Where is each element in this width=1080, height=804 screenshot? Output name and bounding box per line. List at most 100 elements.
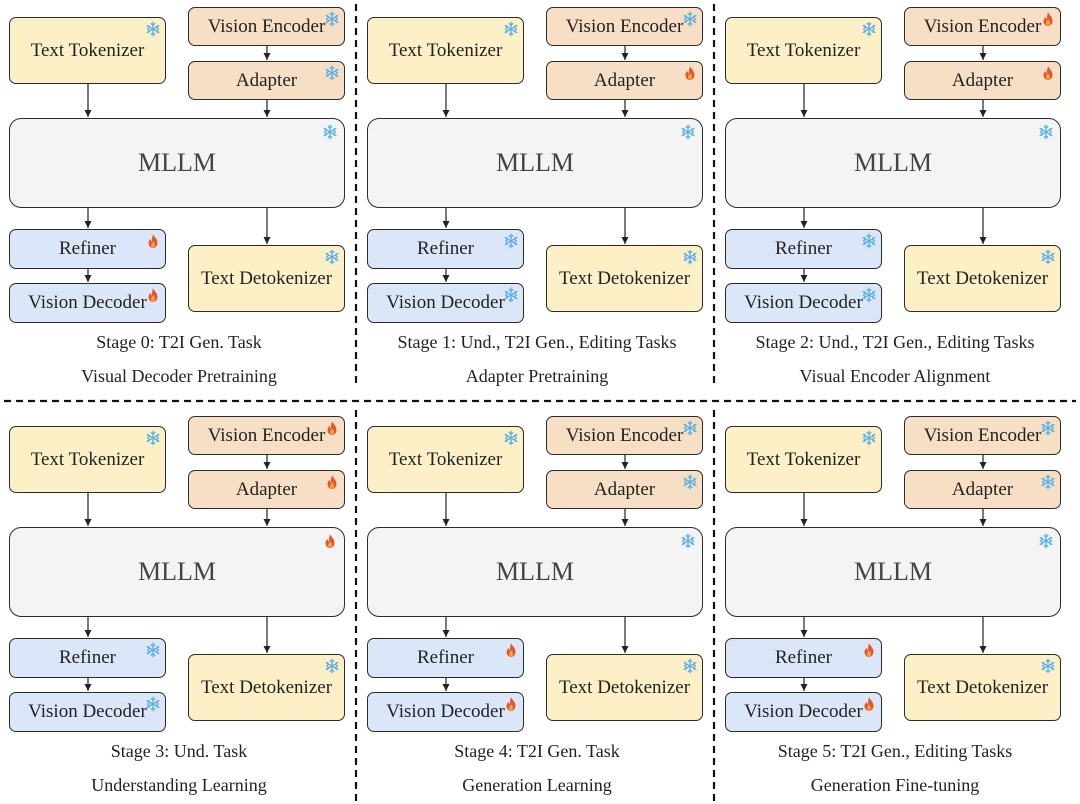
refiner-snowflake-icon [503,233,519,249]
mllm-label: MLLM [854,148,932,177]
vision-encoder-box: Vision Encoder [546,7,703,46]
stage-panel-1: Text Tokenizer Vision Encoder Adapter ML… [358,0,716,400]
text-detokenizer-snowflake-icon [1040,658,1056,674]
mllm-box: MLLM [725,527,1061,617]
refiner-label: Refiner [59,647,116,668]
vision-decoder-box: Vision Decoder [725,283,882,323]
text-detokenizer-label: Text Detokenizer [558,676,691,698]
snowflake-icon [862,21,876,37]
refiner-box: Refiner [367,229,524,269]
vision-encoder-snowflake-icon [682,11,698,27]
snowflake-icon [862,233,876,249]
flame-icon [506,643,516,657]
mllm-snowflake-icon [1038,124,1054,140]
vision-decoder-box: Vision Decoder [725,692,882,732]
snowflake-icon [146,21,160,37]
text-detokenizer-box: Text Detokenizer [546,654,703,721]
adapter-flame-icon [682,65,698,81]
mllm-box: MLLM [9,118,345,208]
text-detokenizer-box: Text Detokenizer [188,654,345,721]
vision-encoder-box: Vision Encoder [904,7,1061,46]
flow-arrows [442,455,629,691]
refiner-box: Refiner [725,638,882,678]
text-detokenizer-box: Text Detokenizer [904,654,1061,721]
mllm-label: MLLM [496,148,574,177]
vision-decoder-label: Vision Decoder [744,292,863,313]
adapter-box: Adapter [904,470,1061,509]
mllm-label: MLLM [496,557,574,586]
vision-decoder-label: Vision Decoder [386,292,505,313]
flame-icon [685,66,695,80]
mllm-label: MLLM [138,557,216,586]
snowflake-icon [862,430,876,446]
snowflake-icon [323,124,337,140]
text-tokenizer-snowflake-icon [861,21,877,37]
mllm-snowflake-icon [322,124,338,140]
text-detokenizer-label: Text Detokenizer [558,267,691,289]
vision-encoder-label: Vision Encoder [207,15,326,37]
flow-arrows [442,46,629,282]
stage-caption: Stage 2: Und., T2I Gen., Editing Tasks [755,332,1035,352]
snowflake-icon [325,65,339,81]
text-tokenizer-box: Text Tokenizer [725,17,882,84]
vision-encoder-box: Vision Encoder [546,416,703,455]
snowflake-icon [146,642,160,658]
stage-caption: Stage 5: T2I Gen., Editing Tasks [777,741,1013,761]
vision-decoder-flame-icon [861,696,877,712]
adapter-flame-icon [324,474,340,490]
refiner-label: Refiner [59,238,116,259]
refiner-label: Refiner [417,238,474,259]
adapter-box: Adapter [904,61,1061,100]
mllm-box: MLLM [9,527,345,617]
text-tokenizer-label: Text Tokenizer [30,448,145,470]
text-tokenizer-box: Text Tokenizer [725,426,882,493]
text-tokenizer-box: Text Tokenizer [9,426,166,493]
flame-icon [325,534,335,548]
text-tokenizer-box: Text Tokenizer [367,426,524,493]
vision-decoder-box: Vision Decoder [9,283,166,323]
vision-decoder-flame-icon [145,287,161,303]
flame-icon [327,421,337,435]
adapter-label: Adapter [951,69,1014,91]
snowflake-icon [681,124,695,140]
refiner-label: Refiner [775,238,832,259]
mllm-box: MLLM [725,118,1061,208]
vision-encoder-flame-icon [324,420,340,436]
snowflake-icon [683,420,697,436]
flow-arrows [84,46,271,282]
snowflake-icon [681,533,695,549]
text-tokenizer-snowflake-icon [503,430,519,446]
text-detokenizer-label: Text Detokenizer [200,267,333,289]
text-tokenizer-label: Text Tokenizer [30,39,145,61]
snowflake-icon [1041,474,1055,490]
stage-subtitle: Visual Decoder Pretraining [81,366,277,386]
text-detokenizer-label: Text Detokenizer [916,676,1049,698]
text-tokenizer-label: Text Tokenizer [388,39,503,61]
stage-panel-2: Text Tokenizer Vision Encoder Adapter ML… [716,0,1074,400]
adapter-box: Adapter [188,470,345,509]
stage-subtitle: Visual Encoder Alignment [799,366,991,386]
refiner-snowflake-icon [145,642,161,658]
flame-icon [148,288,158,302]
mllm-label: MLLM [854,557,932,586]
text-detokenizer-snowflake-icon [682,658,698,674]
vision-decoder-label: Vision Decoder [28,292,147,313]
mllm-flame-icon [322,533,338,549]
flame-icon [148,234,158,248]
text-tokenizer-box: Text Tokenizer [367,17,524,84]
vertical-divider-bottom-left [354,410,358,804]
adapter-snowflake-icon [324,65,340,81]
stage-panel-5: Text Tokenizer Vision Encoder Adapter ML… [716,409,1074,804]
text-detokenizer-snowflake-icon [1040,249,1056,265]
adapter-box: Adapter [546,470,703,509]
snowflake-icon [683,658,697,674]
mllm-snowflake-icon [1038,533,1054,549]
snowflake-icon [1039,533,1053,549]
stage-caption: Stage 1: Und., T2I Gen., Editing Tasks [397,332,677,352]
stage-subtitle: Understanding Learning [91,775,267,795]
snowflake-icon [683,11,697,27]
stage-subtitle: Generation Fine-tuning [810,775,980,795]
stage-subtitle: Generation Learning [462,775,612,795]
vision-decoder-label: Vision Decoder [386,701,505,722]
